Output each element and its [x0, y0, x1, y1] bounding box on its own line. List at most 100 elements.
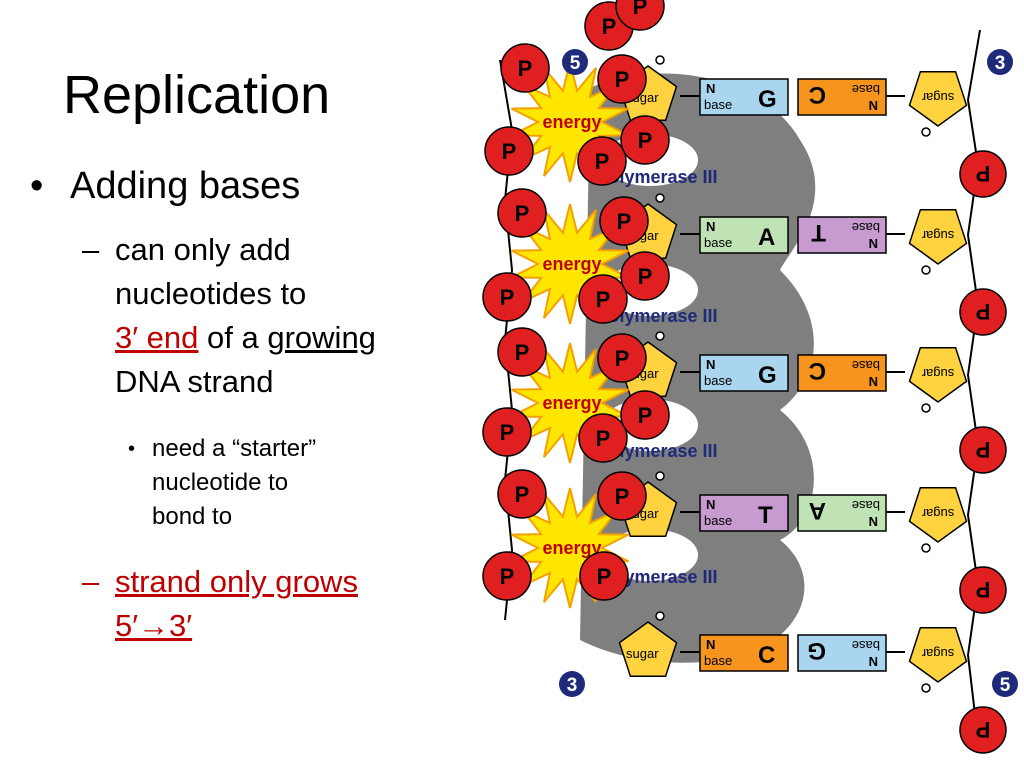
base-label: base	[704, 653, 732, 668]
n-label: N	[706, 357, 715, 372]
base-label: base	[852, 638, 880, 653]
phosphate-label: P	[615, 346, 630, 371]
phosphate-label: P	[638, 128, 653, 153]
left-base-box	[699, 354, 789, 392]
burst-icon	[511, 203, 629, 325]
phosphate-label: P	[597, 564, 612, 589]
phosphate-label: P	[602, 14, 617, 39]
right-base-letter: C	[809, 81, 826, 108]
left-base-box	[699, 634, 789, 672]
oxygen-dot	[921, 403, 931, 413]
end-circle-icon	[987, 49, 1013, 75]
oxygen-dot	[921, 127, 931, 137]
right-base-box	[797, 78, 887, 116]
left-base-letter: C	[758, 642, 775, 669]
phosphate-icon	[597, 471, 647, 521]
phosphate-group: P	[482, 551, 532, 601]
phosphate-icon	[497, 188, 547, 238]
right-sugar	[908, 346, 968, 403]
oxygen-dot	[655, 611, 665, 621]
phosphate-group: P	[497, 188, 547, 238]
phosphate-icon	[500, 43, 550, 93]
n-label: N	[706, 497, 715, 512]
left-sugar	[618, 621, 678, 678]
right-base-letter: C	[809, 357, 826, 384]
strand-end-marker: 3	[987, 49, 1013, 75]
n-label: N	[869, 514, 878, 529]
phosphate-group: P	[597, 471, 647, 521]
phosphate-icon	[620, 390, 670, 440]
right-phosphate-icon	[959, 706, 1007, 754]
left-base-letter: T	[758, 502, 773, 529]
phosphate-group: P	[497, 327, 547, 377]
phosphate-label: P	[515, 340, 530, 365]
base-label: base	[704, 513, 732, 528]
right-base-box	[797, 354, 887, 392]
starter-line-1: need a “starter”	[152, 435, 317, 462]
dash-icon: –	[82, 232, 100, 267]
phosphate-icon	[484, 126, 534, 176]
bullet-dot-icon: •	[30, 165, 44, 207]
right-sugar	[908, 70, 968, 127]
strand-end-marker: 5	[562, 49, 588, 75]
right-sugar	[908, 626, 968, 683]
polymerase-label: Polymerase III	[596, 306, 717, 326]
sugar-label: sugar	[921, 366, 954, 381]
energy-burst: energy	[511, 342, 629, 464]
phosphate-group: P	[482, 272, 532, 322]
slide-title: Replication	[63, 65, 331, 125]
base-label: base	[704, 373, 732, 388]
phosphate-group: P	[599, 196, 649, 246]
phosphate-icon	[482, 407, 532, 457]
phosphate-group: P	[597, 54, 647, 104]
base-pair-row: NbaseANbaseTsugarsugarP	[618, 193, 1007, 336]
phosphate-icon	[497, 327, 547, 377]
starter-line-2: nucleotide to	[152, 469, 289, 496]
end-label: 5	[1000, 675, 1011, 696]
phosphate-label: P	[615, 484, 630, 509]
sugar-label: sugar	[921, 506, 954, 521]
phosphate-group: P	[578, 274, 628, 324]
base-label: base	[852, 82, 880, 97]
strand-end-marker: 3	[559, 671, 585, 697]
phosphate-icon	[577, 136, 627, 186]
end-circle-icon	[562, 49, 588, 75]
phosphate-group: P	[579, 551, 629, 601]
phosphate-icon	[578, 413, 628, 463]
phosphate-icon	[599, 196, 649, 246]
right-sugar	[908, 486, 968, 543]
sub-line-1: can only add	[115, 232, 291, 267]
phosphate-label: P	[515, 201, 530, 226]
left-base-letter: G	[758, 86, 777, 113]
end-circle-icon	[992, 671, 1018, 697]
oxygen-dot	[655, 471, 665, 481]
end-circle-icon	[559, 671, 585, 697]
left-base-letter: A	[758, 224, 775, 251]
oxygen-dot	[921, 543, 931, 553]
phosphate-group: P	[497, 469, 547, 519]
phosphate-group: P	[482, 407, 532, 457]
left-base-box	[699, 78, 789, 116]
three-prime-end: 3′ end	[115, 320, 199, 355]
phosphate-label: P	[976, 577, 991, 602]
phosphate-icon	[579, 551, 629, 601]
phosphate-group: P	[620, 390, 670, 440]
right-base-letter: G	[807, 637, 826, 664]
energy-label: energy	[542, 538, 601, 558]
growing-text: growing	[267, 320, 376, 355]
phosphate-icon	[620, 251, 670, 301]
sugar-label: sugar	[626, 646, 659, 661]
end-label: 3	[995, 53, 1006, 74]
end-label: 3	[567, 675, 578, 696]
right-base-box	[797, 634, 887, 672]
oxygen-dot	[921, 265, 931, 275]
phosphate-label: P	[596, 287, 611, 312]
phosphate-group: P	[620, 115, 670, 165]
sub-line-2: nucleotides to	[115, 276, 307, 311]
polymerase-label: Polymerase III	[596, 441, 717, 461]
n-label: N	[869, 654, 878, 669]
grows-line-1: strand only grows	[115, 564, 358, 599]
